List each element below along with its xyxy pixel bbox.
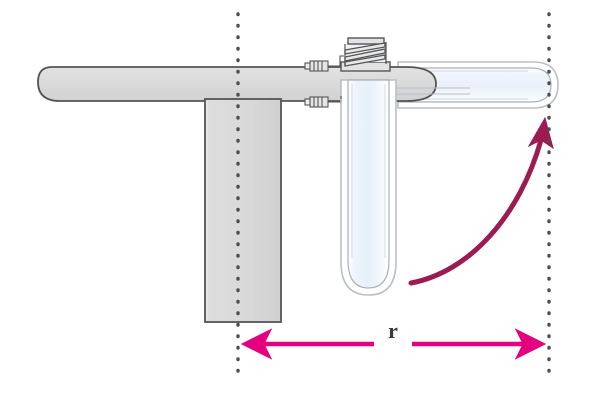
tube-vertical-group	[340, 79, 397, 296]
reference-lines-group	[236, 12, 551, 382]
spring-cap-plate	[347, 37, 385, 45]
linkage-rails	[340, 87, 470, 107]
radius-label: r	[388, 318, 398, 343]
rotation-direction-arrow	[408, 116, 554, 286]
rotor-shaft	[204, 98, 282, 323]
pivot-screws-group	[304, 55, 470, 108]
rotor-shaft-group	[204, 98, 282, 323]
tube-vertical-bore	[347, 79, 390, 289]
rotation-arrowhead	[527, 116, 554, 150]
pivot-screw-upper	[304, 55, 344, 72]
spring-assembly-group	[340, 37, 391, 72]
